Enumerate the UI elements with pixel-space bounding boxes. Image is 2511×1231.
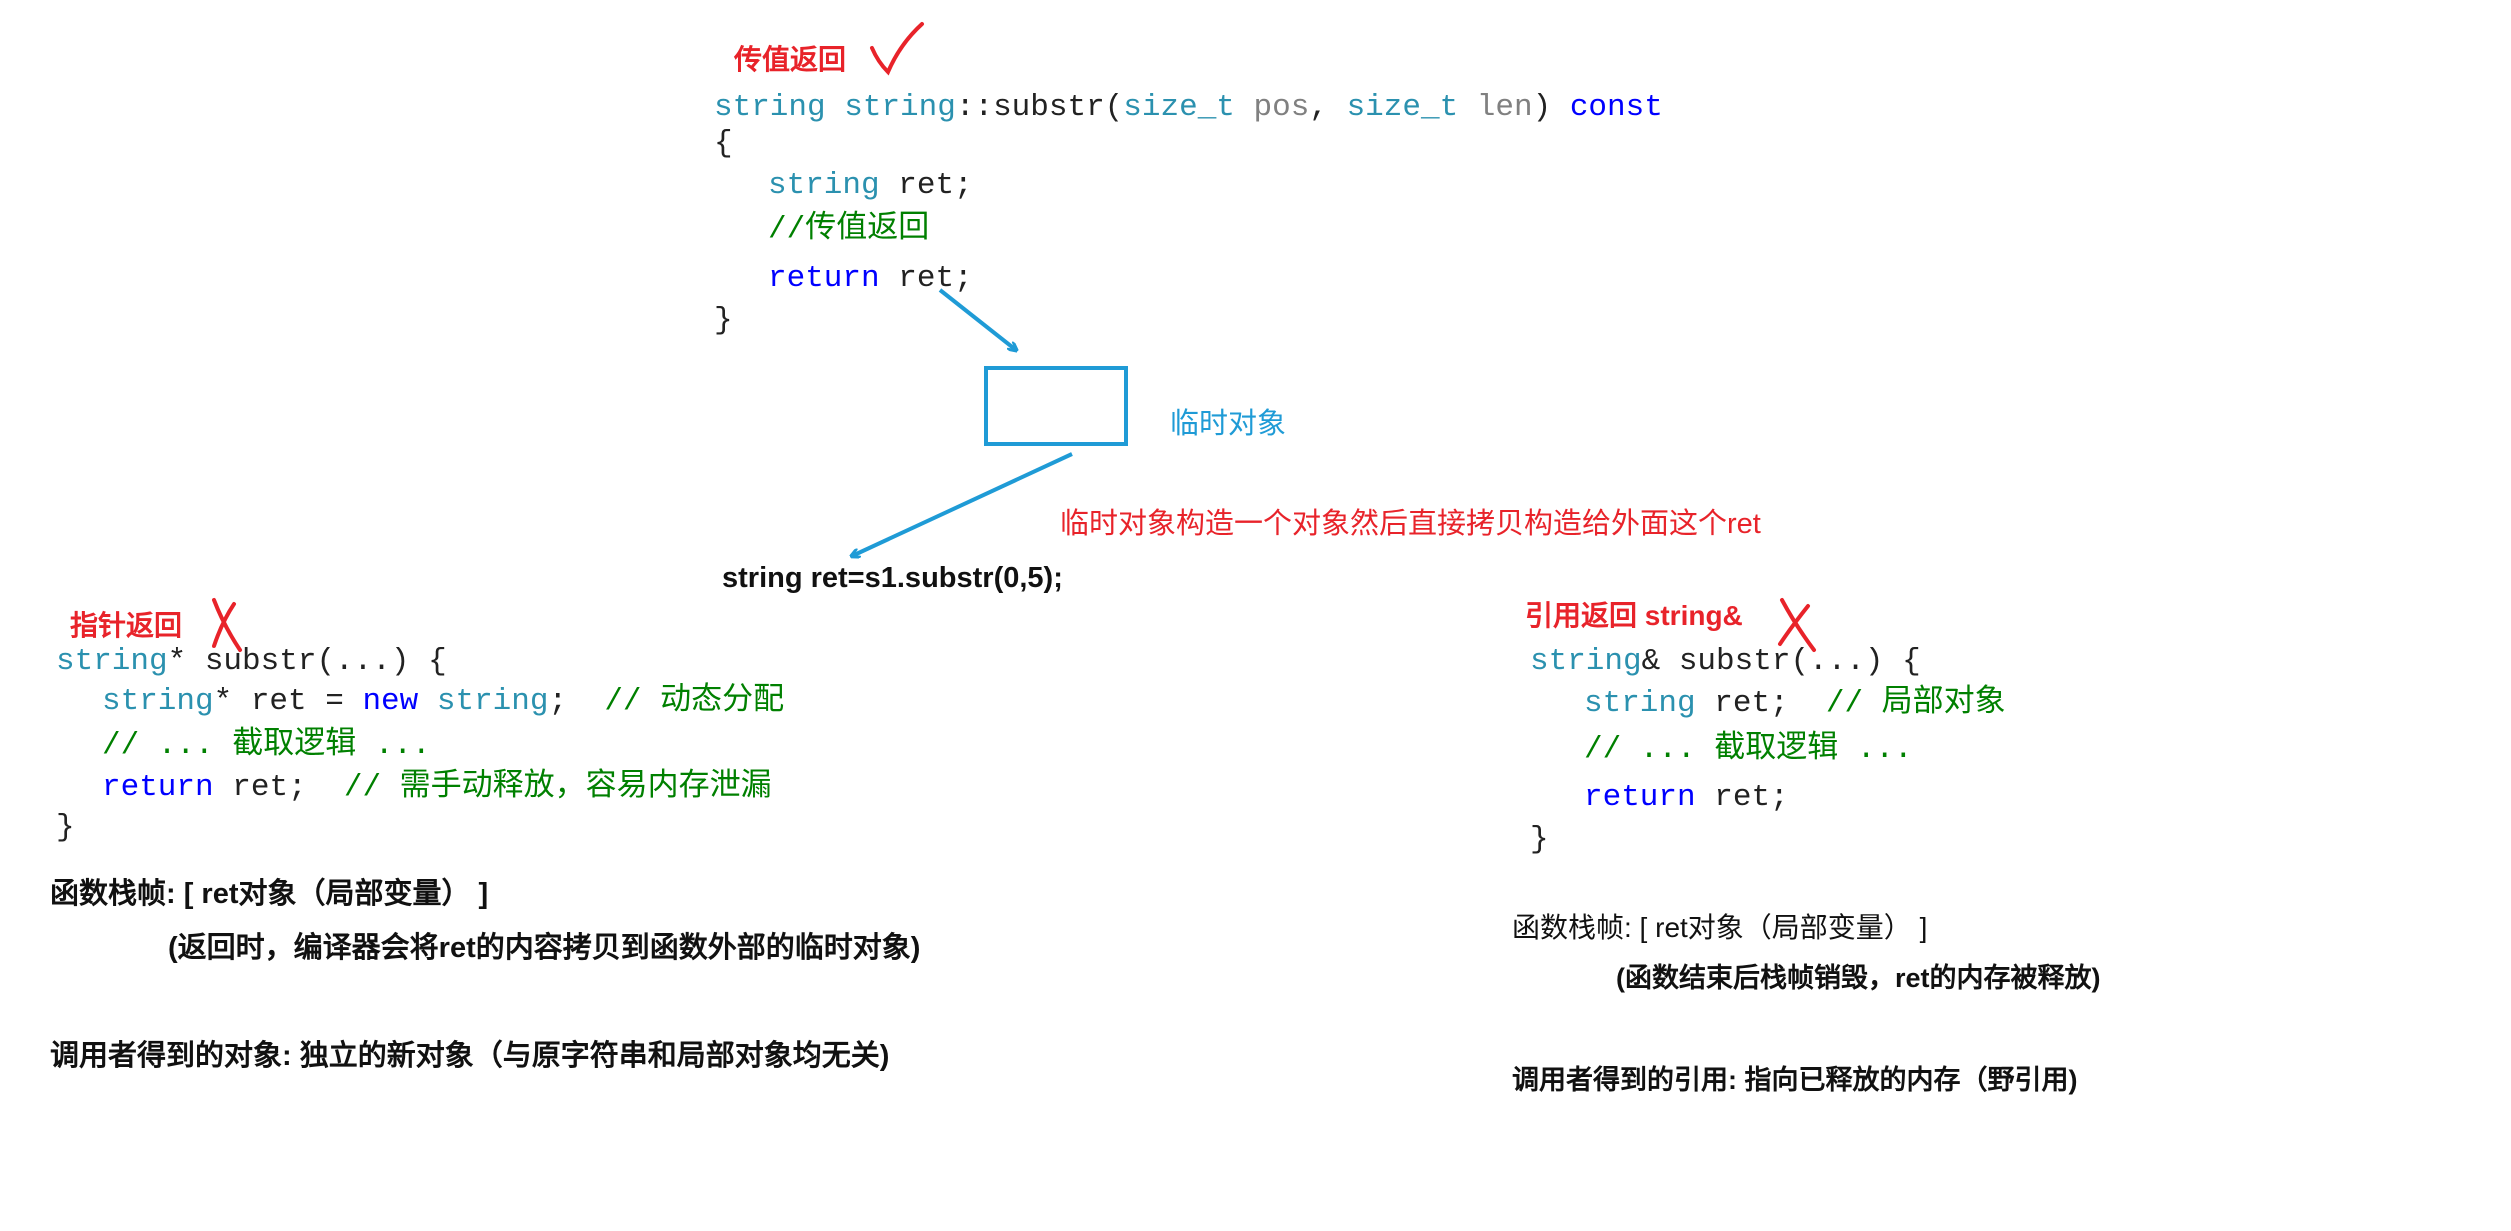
return-type: string bbox=[714, 90, 826, 125]
class-scope: string bbox=[844, 90, 956, 125]
value-return-title: 传值返回 bbox=[734, 44, 847, 75]
ref-local-type: string bbox=[1584, 686, 1696, 721]
value-signature-line: string string::substr(size_t pos, size_t… bbox=[714, 92, 1663, 123]
ref-return-value: ret; bbox=[1714, 780, 1789, 815]
ref-return-stmt: return ret; bbox=[1584, 782, 1789, 813]
value-return-stmt: return ret; bbox=[768, 263, 973, 294]
ref-close-brace: } bbox=[1530, 822, 1549, 857]
cross-mark-icon bbox=[1778, 598, 1816, 652]
new-type: string bbox=[436, 684, 549, 719]
pointer-local-decl: * ret = bbox=[213, 684, 363, 719]
param-separator: , bbox=[1309, 90, 1347, 125]
param-type-2: size_t bbox=[1346, 90, 1459, 125]
left-caller-note: 调用者得到的对象: 独立的新对象（与原字符串和局部对象均无关) bbox=[50, 1040, 890, 1072]
local-type: string bbox=[768, 168, 880, 203]
pointer-close-brace: } bbox=[56, 810, 75, 845]
pointer-local-type: string bbox=[102, 684, 214, 719]
return-value: ret; bbox=[898, 261, 973, 296]
local-name: ret; bbox=[898, 168, 973, 203]
pointer-return-value: ret; bbox=[232, 770, 307, 805]
arrow-to-temp-object bbox=[938, 288, 1016, 350]
ref-logic-comment: // ... 截取逻辑 ... bbox=[1584, 732, 1913, 767]
pointer-alloc-line: string* ret = new string; // 动态分配 bbox=[102, 686, 784, 717]
ref-return-keyword: return bbox=[1584, 780, 1696, 815]
temp-object-box bbox=[984, 366, 1128, 446]
pointer-return-type: string bbox=[56, 644, 168, 679]
const-keyword: const bbox=[1569, 90, 1663, 125]
new-keyword: new bbox=[362, 684, 419, 719]
ref-return-type: string bbox=[1530, 644, 1642, 679]
right-release-note: (函数结束后栈帧销毁，ret的内存被释放) bbox=[1616, 963, 2101, 993]
copy-construct-note: 临时对象构造一个对象然后直接拷贝构造给外面这个ret bbox=[1060, 508, 1761, 540]
alloc-comment: // 动态分配 bbox=[604, 684, 785, 719]
right-stack-frame: 函数栈帧: [ ret对象（局部变量） ] bbox=[1512, 912, 1928, 943]
ref-signature-rest: & substr(...) { bbox=[1641, 644, 1921, 679]
pointer-logic-comment: // ... 截取逻辑 ... bbox=[102, 728, 431, 763]
value-close-brace: } bbox=[714, 303, 733, 338]
arrow-to-call-site bbox=[852, 452, 1073, 556]
param-type-1: size_t bbox=[1123, 90, 1235, 125]
pointer-return-stmt: return ret; // 需手动释放，容易内存泄漏 bbox=[102, 772, 772, 803]
pointer-signature-line: string* substr(...) { bbox=[56, 646, 447, 677]
ref-local-comment: // 局部对象 bbox=[1825, 686, 2006, 721]
left-stack-frame: 函数栈帧: [ ret对象（局部变量） ] bbox=[50, 878, 489, 910]
left-return-note: (返回时，编译器会将ret的内容拷贝到函数外部的临时对象) bbox=[168, 932, 921, 964]
reference-return-title: 引用返回 string& bbox=[1525, 600, 1743, 631]
ref-signature-line: string& substr(...) { bbox=[1530, 646, 1921, 677]
value-local-decl: string ret; bbox=[768, 170, 973, 201]
alloc-semicolon: ; bbox=[548, 684, 568, 719]
temp-object-label: 临时对象 bbox=[1170, 408, 1287, 440]
leak-comment: // 需手动释放，容易内存泄漏 bbox=[343, 770, 772, 805]
value-open-brace: { bbox=[714, 126, 733, 161]
return-keyword: return bbox=[768, 261, 880, 296]
pointer-return-title: 指针返回 bbox=[70, 610, 183, 641]
ref-local-decl: string ret; // 局部对象 bbox=[1584, 688, 2006, 719]
cross-mark-icon bbox=[212, 598, 242, 652]
check-mark-icon bbox=[870, 22, 924, 76]
call-line: string ret=s1.substr(0,5); bbox=[722, 562, 1063, 594]
param-close: ) bbox=[1532, 90, 1552, 125]
param-name-2: len bbox=[1476, 90, 1533, 125]
ref-local-name: ret; bbox=[1714, 686, 1789, 721]
right-caller-note: 调用者得到的引用: 指向已释放的内存（野引用) bbox=[1512, 1065, 2078, 1095]
pointer-return-keyword: return bbox=[102, 770, 214, 805]
value-comment: //传值返回 bbox=[768, 212, 930, 247]
function-name: ::substr( bbox=[955, 90, 1124, 125]
param-name-1: pos bbox=[1253, 90, 1310, 125]
